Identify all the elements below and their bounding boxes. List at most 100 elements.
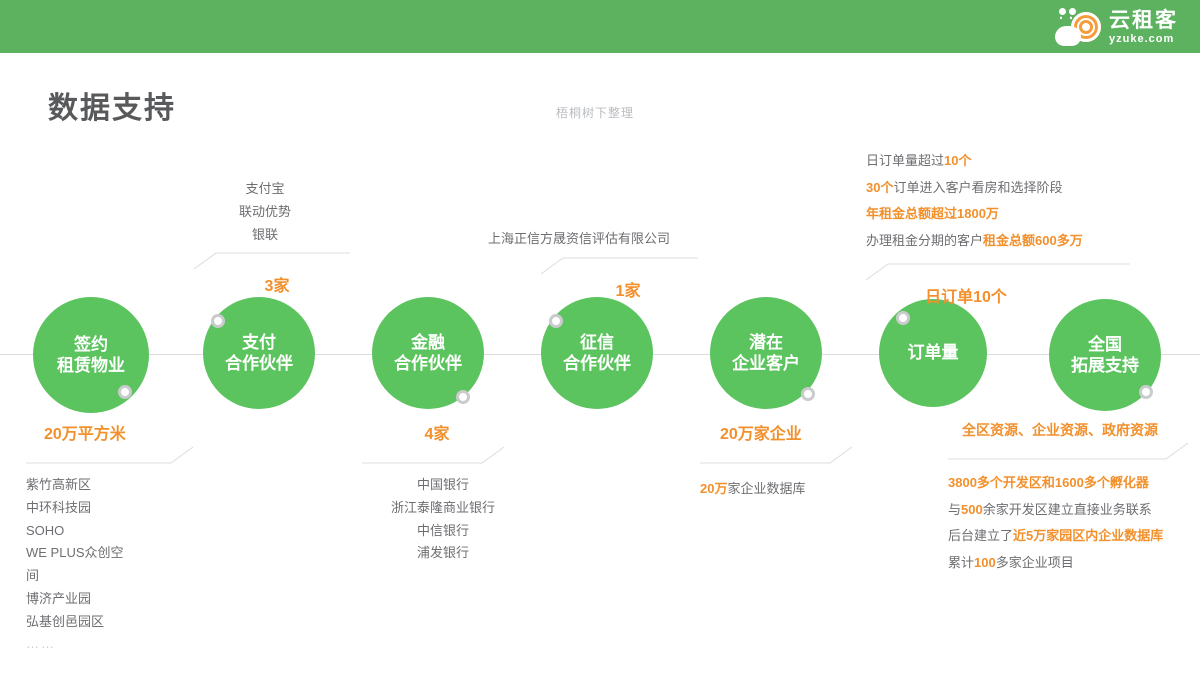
detail-text: 后台建立了: [948, 528, 1014, 544]
timeline-node-national-expansion[interactable]: 全国 拓展支持: [1049, 299, 1161, 411]
callout-finance-partner: 4家 中国银行 浙江泰隆商业银行 中信银行 浦发银行: [362, 420, 542, 565]
node-label-line: 签约: [74, 334, 108, 354]
callout-headline: 20万家企业: [720, 426, 802, 443]
detail-line: 3800多个开发区和1600多个孵化器: [948, 470, 1193, 497]
node-label-line: 合作伙伴: [394, 354, 462, 373]
detail-line: 后台建立了近5万家园区内企业数据库: [948, 523, 1193, 550]
callout-headline: 全区资源、企业资源、政府资源: [962, 422, 1158, 438]
callout-leader-line: [948, 442, 1189, 460]
list-item: 支付宝: [245, 181, 285, 196]
detail-text: 与: [948, 501, 962, 517]
node-label-line: 拓展支持: [1071, 356, 1139, 375]
callout-signed-property: 20万平方米 紫竹高新区 中环科技园 SOHO WE PLUS众创空 间 博济产…: [26, 420, 226, 656]
node-label-line: 订单量: [907, 343, 959, 363]
callout-leader-line: [362, 446, 505, 464]
detail-line: 日订单量超过10个: [866, 148, 1126, 175]
node-label-line: 企业客户: [732, 354, 800, 373]
connector-dot-national-expansion: [1139, 385, 1153, 399]
detail-line: 办理租金分期的客户租金总额600多万: [866, 228, 1126, 255]
node-label-line: 征信: [580, 332, 614, 352]
node-label-line: 金融: [411, 332, 445, 352]
node-label-line: 潜在: [749, 332, 783, 352]
list-item: 中国银行: [416, 477, 469, 492]
list-item: 联动优势: [238, 203, 291, 219]
brand-text: 云租客 yzuke.com: [1109, 10, 1178, 45]
node-label-line: 全国: [1088, 334, 1122, 354]
list-item: 紫竹高新区: [26, 477, 92, 492]
brand-logo: 云租客 yzuke.com: [1055, 4, 1178, 50]
callout-headline: 20万平方米: [44, 426, 126, 443]
list-item: 中信银行: [416, 522, 469, 538]
list-item: SOHO: [26, 522, 65, 538]
timeline-node-finance-partner[interactable]: 金融 合作伙伴: [372, 297, 484, 409]
callout-item-list: 上海正信方晟资信评估有限公司: [488, 228, 698, 251]
detail-text: 多家企业项目: [995, 554, 1074, 570]
connector-dot-payment-partner: [211, 314, 225, 328]
node-label-line: 租赁物业: [57, 356, 125, 375]
callout-leader-line: [26, 446, 194, 464]
callout-potential-enterprise: 20万家企业 20万家企业数据库: [700, 420, 890, 503]
list-item: 弘基创邑园区: [26, 613, 105, 629]
detail-text: 办理租金分期的客户: [866, 232, 984, 248]
callout-headline: 3家: [264, 278, 290, 296]
callout-item-list: 紫竹高新区 中环科技园 SOHO WE PLUS众创空 间 博济产业园 弘基创邑…: [26, 474, 226, 656]
list-item: 中环科技园: [26, 499, 92, 515]
callout-payment-partner: 支付宝 联动优势 银联 3家: [180, 178, 350, 296]
detail-highlight: 租金总额600多万: [983, 232, 1083, 248]
detail-line: 年租金总额超过1800万: [866, 201, 1126, 228]
callout-headline: 4家: [424, 426, 450, 443]
connector-dot-credit-partner: [549, 314, 563, 328]
detail-highlight: 年租金总额超过1800万: [866, 206, 999, 222]
page-title: 数据支持: [48, 92, 176, 125]
brand-name-cn: 云租客: [1109, 8, 1178, 32]
watermark-text: 梧桐树下整理: [556, 106, 635, 120]
node-label-line: 合作伙伴: [563, 354, 631, 373]
detail-highlight: 20万: [700, 481, 728, 496]
timeline-node-signed-property[interactable]: 签约 租赁物业: [33, 297, 149, 413]
snail-body-icon: [1055, 26, 1081, 46]
callout-leader-line: [865, 263, 1130, 280]
connector-dot-finance-partner: [456, 390, 470, 404]
callout-leader-line: [193, 252, 350, 270]
list-item: 银联: [251, 226, 278, 242]
detail-line: 累计100多家企业项目: [948, 550, 1193, 577]
detail-text: 家企业数据库: [727, 481, 806, 496]
callout-item-list: 支付宝 联动优势 银联: [180, 178, 350, 246]
detail-text: 累计: [948, 554, 975, 570]
connector-dot-order-volume: [896, 311, 910, 325]
callout-leader-line: [700, 446, 853, 464]
list-item: 上海正信方晟资信评估有限公司: [488, 231, 671, 246]
list-item: 博济产业园: [26, 590, 92, 606]
detail-highlight: 100: [974, 554, 996, 570]
list-item: 间: [26, 568, 40, 583]
detail-highlight: 3800多个开发区和1600多个孵化器: [948, 475, 1149, 490]
snail-eye-right-icon: [1067, 6, 1078, 17]
detail-highlight: 500: [961, 501, 983, 517]
callout-detail-line: 20万家企业数据库: [700, 476, 890, 503]
list-item: ……: [26, 636, 56, 652]
detail-highlight: 近5万家园区内企业数据库: [1013, 528, 1164, 544]
connector-dot-signed-property: [118, 385, 132, 399]
node-label-line: 合作伙伴: [225, 354, 293, 373]
callout-leader-line: [540, 257, 698, 275]
detail-line: 与500余家开发区建立直接业务联系: [948, 497, 1193, 524]
callout-item-list: 中国银行 浙江泰隆商业银行 中信银行 浦发银行: [362, 474, 542, 565]
detail-text: 订单进入客户看房和选择阶段: [893, 179, 1063, 195]
detail-line: 30个订单进入客户看房和选择阶段: [866, 175, 1126, 202]
callout-credit-partner: 上海正信方晟资信评估有限公司 1家: [488, 228, 698, 301]
detail-highlight: 10个: [944, 153, 972, 168]
national-expansion-details: 3800多个开发区和1600多个孵化器与500余家开发区建立直接业务联系后台建立…: [948, 470, 1193, 577]
detail-text: 余家开发区建立直接业务联系: [982, 501, 1152, 517]
timeline-node-order-volume[interactable]: 订单量: [879, 299, 987, 407]
callout-national-expansion: 全区资源、企业资源、政府资源 3800多个开发区和1600多个孵化器与500余家…: [948, 420, 1193, 577]
timeline-node-potential-enterprise[interactable]: 潜在 企业客户: [710, 297, 822, 409]
detail-text: 日订单量超过: [866, 153, 945, 168]
list-item: 浦发银行: [416, 545, 469, 561]
header-bar: 云租客 yzuke.com: [0, 0, 1200, 53]
snail-logo-icon: [1055, 6, 1101, 48]
list-item: WE PLUS众创空: [26, 545, 124, 561]
connector-dot-potential-enterprise: [801, 387, 815, 401]
